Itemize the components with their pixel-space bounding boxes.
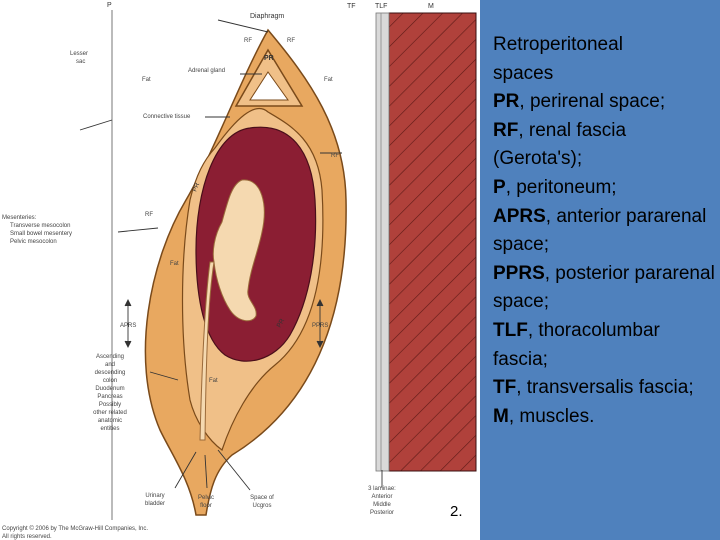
label-ascending-6: Possibly (99, 402, 121, 408)
label-pr-left: PR (191, 181, 201, 192)
legend-title-line-2: spaces (493, 62, 554, 84)
legend-entry-pr: PR, perirenal space; (493, 88, 715, 117)
copyright-line-2: All rights reserved. (2, 534, 52, 540)
legend-definition: , anterior pararenal space; (493, 205, 707, 256)
label-pr-top: PR (264, 55, 274, 62)
label-ascending-7: other related (93, 410, 127, 416)
label-tf: TF (347, 3, 356, 10)
legend-entry-pprs: PPRS, posterior pararenal space; (493, 260, 715, 317)
legend-entry-tlf: TLF, thoracolumbar fascia; (493, 317, 715, 374)
legend-term: RF (493, 119, 519, 141)
label-pr-right: PR (276, 317, 287, 329)
label-connective-tissue: Connective tissue (143, 114, 191, 120)
label-three-laminae-2: Middle (373, 502, 391, 508)
muscle-block (388, 12, 477, 472)
label-space-of-retzius-2: Ucgros (252, 503, 271, 509)
legend-term: P (493, 176, 506, 198)
copyright-line-1: Copyright © 2006 by The McGraw-Hill Comp… (2, 525, 148, 532)
legend-term: PR (493, 91, 520, 113)
legend-text: Retroperitoneal spaces PR, perirenal spa… (493, 31, 715, 431)
legend-entry-tf: TF, transversalis fascia; (493, 374, 715, 403)
legend-term: TF (493, 377, 517, 399)
legend-entry-aprs: APRS, anterior pararenal space; (493, 203, 715, 260)
label-mesenteries-1: Transverse mesocolon (10, 223, 70, 229)
label-tlf: TLF (375, 3, 387, 10)
label-ascending-9: entities (100, 426, 119, 432)
legend-definition: , thoracolumbar fascia; (493, 319, 660, 370)
legend-term: M (493, 405, 509, 427)
label-diaphragm: Diaphragm (250, 13, 284, 20)
renal-pelvis-ureter (199, 179, 265, 441)
legend-term: PPRS (493, 262, 545, 284)
slide-number: 2. (450, 503, 463, 520)
label-p: P (107, 2, 112, 9)
label-lesser-sac: Lesser (70, 51, 88, 57)
legend-definition: , peritoneum; (505, 176, 617, 198)
legend-definition: , muscles. (508, 405, 595, 427)
label-three-laminae-3: Posterior (370, 510, 394, 516)
label-fat-mid: Fat (170, 261, 179, 267)
retroperitoneal-diagram: P TF TLF M Diaphragm Lesser sac RF RF PR… (2, 2, 477, 540)
label-rf-left: RF (145, 212, 153, 218)
label-lesser-sac-2: sac (76, 59, 85, 65)
label-ascending-4: Duodenum (95, 386, 124, 392)
legend-definition: , posterior pararenal space; (493, 262, 715, 313)
legend-term: APRS (493, 205, 546, 227)
legend-definition: , renal fascia (Gerota's); (493, 119, 627, 170)
label-fat-low: Fat (209, 378, 218, 384)
legend-title: Retroperitoneal spaces (493, 31, 715, 88)
legend-entry-p: P, peritoneum; (493, 174, 715, 203)
legend-definition: , transversalis fascia; (516, 377, 694, 399)
label-ascending-5: Pancreas (97, 394, 122, 400)
label-ascending-2: descending (95, 370, 126, 376)
legend-term: TLF (493, 319, 528, 341)
label-fat-left: Fat (142, 77, 151, 83)
label-mesenteries-title: Mesenteries: (2, 215, 37, 221)
label-space-of-retzius-1: Space of (250, 495, 274, 501)
label-rf-right: RF (331, 153, 339, 159)
legend-panel (480, 0, 720, 540)
label-ascending-3: colon (103, 378, 117, 384)
label-rf-top-right: RF (287, 38, 295, 44)
label-mesenteries-2: Small bowel mesentery (10, 231, 72, 237)
legend-entry-m: M, muscles. (493, 403, 715, 432)
label-ascending-1: and (105, 362, 115, 368)
label-rf-top-left: RF (244, 38, 252, 44)
label-adrenal-gland: Adrenal gland (188, 68, 225, 74)
label-pelvic-floor-2: floor (200, 503, 212, 509)
fascia-column (375, 12, 390, 472)
label-pelvic-floor-1: Pelvic (198, 495, 214, 501)
legend-entry-rf: RF, renal fascia (Gerota's); (493, 117, 715, 174)
legend-definition: , perirenal space; (519, 91, 666, 113)
label-ascending-8: anatomic (98, 418, 122, 424)
label-aprs: APRS (120, 323, 136, 329)
label-ascending-0: Ascending (96, 354, 124, 360)
label-fat-right: Fat (324, 77, 333, 83)
label-m: M (428, 3, 434, 10)
label-pprs: PPRS (312, 323, 328, 329)
label-urinary-bladder-1: Urinary (145, 493, 164, 499)
arrows (79, 19, 383, 491)
label-mesenteries-3: Pelvic mesocolon (10, 239, 57, 245)
legend-title-line-1: Retroperitoneal (493, 34, 623, 55)
adrenal-gland (249, 71, 289, 101)
label-three-laminae-1: Anterior (371, 494, 392, 500)
label-three-laminae-0: 3 laminae: (368, 486, 396, 492)
label-urinary-bladder-2: bladder (145, 501, 165, 507)
diagram-labels: P TF TLF M Diaphragm Lesser sac RF RF PR… (2, 2, 434, 540)
